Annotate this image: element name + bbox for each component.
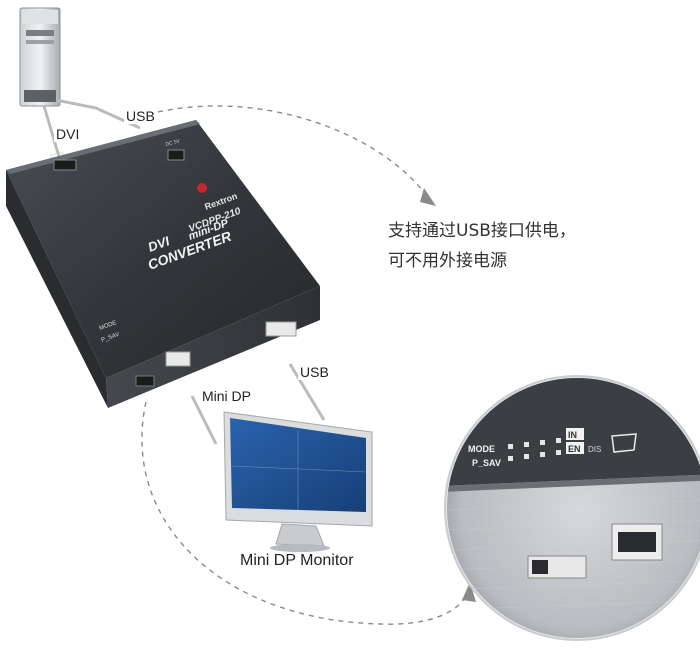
device-port-dvi-label: DVI IN [49, 150, 65, 160]
converter-device [6, 120, 320, 408]
device-title-left: DVI [146, 233, 172, 255]
zoom-mode-label: MODE [468, 444, 495, 454]
led-icon [197, 183, 207, 193]
zoom-psav-label: P_SAV [472, 458, 501, 468]
mode-switch [135, 375, 155, 387]
zoom-switch-en-label: EN [568, 444, 581, 454]
usb-top-label: USB [124, 108, 157, 124]
usb-port-rear [167, 149, 185, 161]
monitor-icon [223, 411, 373, 552]
usb-bottom-label: USB [298, 364, 331, 380]
usb-cable-bottom [288, 363, 326, 421]
dvi-label: DVI [54, 126, 82, 142]
zoom-detail [444, 375, 700, 641]
zoom-switch-in [566, 428, 584, 440]
dashed-arrow-top [157, 105, 431, 201]
power-note: 支持通过USB接口供电， 可不用外接电源 [388, 216, 576, 276]
dvi-cable [42, 105, 62, 161]
arrowhead-top [420, 188, 436, 206]
zoom-switch-on-label: IN [568, 430, 577, 440]
zoom-switch-en [566, 442, 584, 454]
monitor-label: Mini DP Monitor [238, 552, 356, 570]
usb-port-front [265, 321, 297, 337]
device-port-usb-label: DC 5V [165, 138, 181, 148]
power-note-line1: 支持通过USB接口供电， [388, 221, 576, 241]
minidp-port [165, 351, 191, 367]
zoom-switch-off-label: DIS [588, 445, 601, 454]
dashed-arrow-bottom [141, 401, 469, 625]
arrowhead-bottom [462, 582, 476, 602]
power-note-line2: 可不用外接电源 [388, 251, 507, 271]
device-mode-label: MODE [99, 320, 118, 332]
minidp-label: Mini DP [200, 388, 254, 404]
zoom-monitor-icon [611, 433, 637, 453]
pc-tower-icon [19, 7, 61, 107]
dvi-port-rear [53, 159, 77, 171]
minidp-cable [190, 395, 218, 445]
